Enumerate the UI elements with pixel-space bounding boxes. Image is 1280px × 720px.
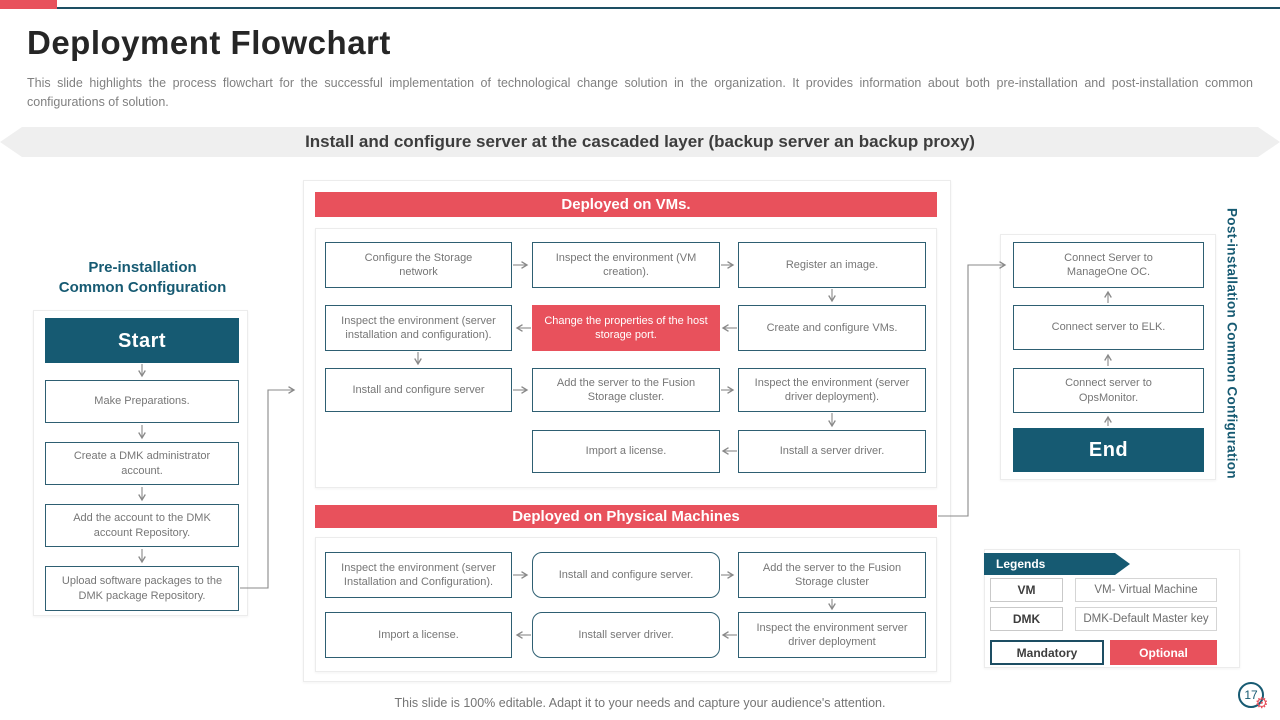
flow-box-install-configure-server-vm: Install and configure server bbox=[325, 368, 512, 412]
post-installation-heading: Post-installation Common Configuration bbox=[1224, 208, 1240, 479]
flow-box-inspect-env-vm-creation: Inspect the environment (VM creation). bbox=[532, 242, 720, 288]
flow-box-inspect-env-driver-deploy-vm: Inspect the environment (server driver d… bbox=[738, 368, 926, 412]
accent-line-teal bbox=[0, 7, 1280, 9]
legends-title-ribbon: Legends bbox=[984, 553, 1130, 575]
flow-box-upload-packages: Upload software packages to the DMK pack… bbox=[45, 566, 239, 611]
section-banner: Install and configure server at the casc… bbox=[0, 127, 1280, 157]
vm-section-header: Deployed on VMs. bbox=[315, 192, 937, 217]
flow-box-add-server-fusion-cluster-pm: Add the server to the Fusion Storage clu… bbox=[738, 552, 926, 598]
flow-box-configure-storage-network: Configure the Storage network bbox=[325, 242, 512, 288]
gear-icon: ⚙ bbox=[1255, 695, 1269, 712]
flow-box-install-server-driver-vm: Install a server driver. bbox=[738, 430, 926, 473]
accent-bar-red bbox=[0, 0, 57, 9]
flow-box-inspect-env-install-pm: Inspect the environment (server Installa… bbox=[325, 552, 512, 598]
flow-box-install-server-driver-pm: Install server driver. bbox=[532, 612, 720, 658]
flow-box-connect-opsmonitor: Connect server to OpsMonitor. bbox=[1013, 368, 1204, 413]
flow-box-inspect-env-server-install: Inspect the environment (server installa… bbox=[325, 305, 512, 351]
pre-installation-heading-line2: Common Configuration bbox=[58, 278, 227, 296]
flow-box-connect-elk: Connect server to ELK. bbox=[1013, 305, 1204, 350]
legend-optional: Optional bbox=[1110, 640, 1217, 665]
flow-box-import-license-vm: Import a license. bbox=[532, 430, 720, 473]
legend-key-dmk: DMK bbox=[990, 607, 1063, 631]
pm-section-header: Deployed on Physical Machines bbox=[315, 505, 937, 528]
flow-box-add-account-repository: Add the account to the DMK account Repos… bbox=[45, 504, 239, 547]
page-title: Deployment Flowchart bbox=[27, 24, 391, 61]
pre-installation-heading-line1: Pre-installation bbox=[88, 259, 197, 276]
flow-box-change-host-storage-port: Change the properties of the host storag… bbox=[532, 305, 720, 351]
flow-box-register-image: Register an image. bbox=[738, 242, 926, 288]
end-node: End bbox=[1013, 428, 1204, 472]
flow-box-connect-manageone: Connect Server to ManageOne OC. bbox=[1013, 242, 1204, 288]
flow-box-make-preparations: Make Preparations. bbox=[45, 380, 239, 423]
legend-mandatory: Mandatory bbox=[990, 640, 1104, 665]
flow-box-inspect-env-driver-deploy-pm: Inspect the environment server driver de… bbox=[738, 612, 926, 658]
flow-box-create-dmk-account: Create a DMK administrator account. bbox=[45, 442, 239, 485]
legend-value-dmk: DMK-Default Master key bbox=[1075, 607, 1217, 631]
connector-pre-to-vm bbox=[240, 386, 296, 589]
footer-note: This slide is 100% editable. Adapt it to… bbox=[394, 696, 886, 710]
legend-key-vm: VM bbox=[990, 578, 1063, 602]
legend-value-vm: VM- Virtual Machine bbox=[1075, 578, 1217, 602]
page-number-badge: 17 bbox=[1238, 682, 1264, 708]
page-subtitle: This slide highlights the process flowch… bbox=[27, 76, 1253, 109]
flow-box-create-configure-vms: Create and configure VMs. bbox=[738, 305, 926, 351]
start-node: Start bbox=[45, 318, 239, 363]
pre-installation-heading: Pre-installation Common Configuration bbox=[40, 258, 245, 297]
flow-box-import-license-pm: Import a license. bbox=[325, 612, 512, 658]
flow-box-add-server-fusion-cluster-vm: Add the server to the Fusion Storage clu… bbox=[532, 368, 720, 412]
flow-box-install-configure-server-pm: Install and configure server. bbox=[532, 552, 720, 598]
